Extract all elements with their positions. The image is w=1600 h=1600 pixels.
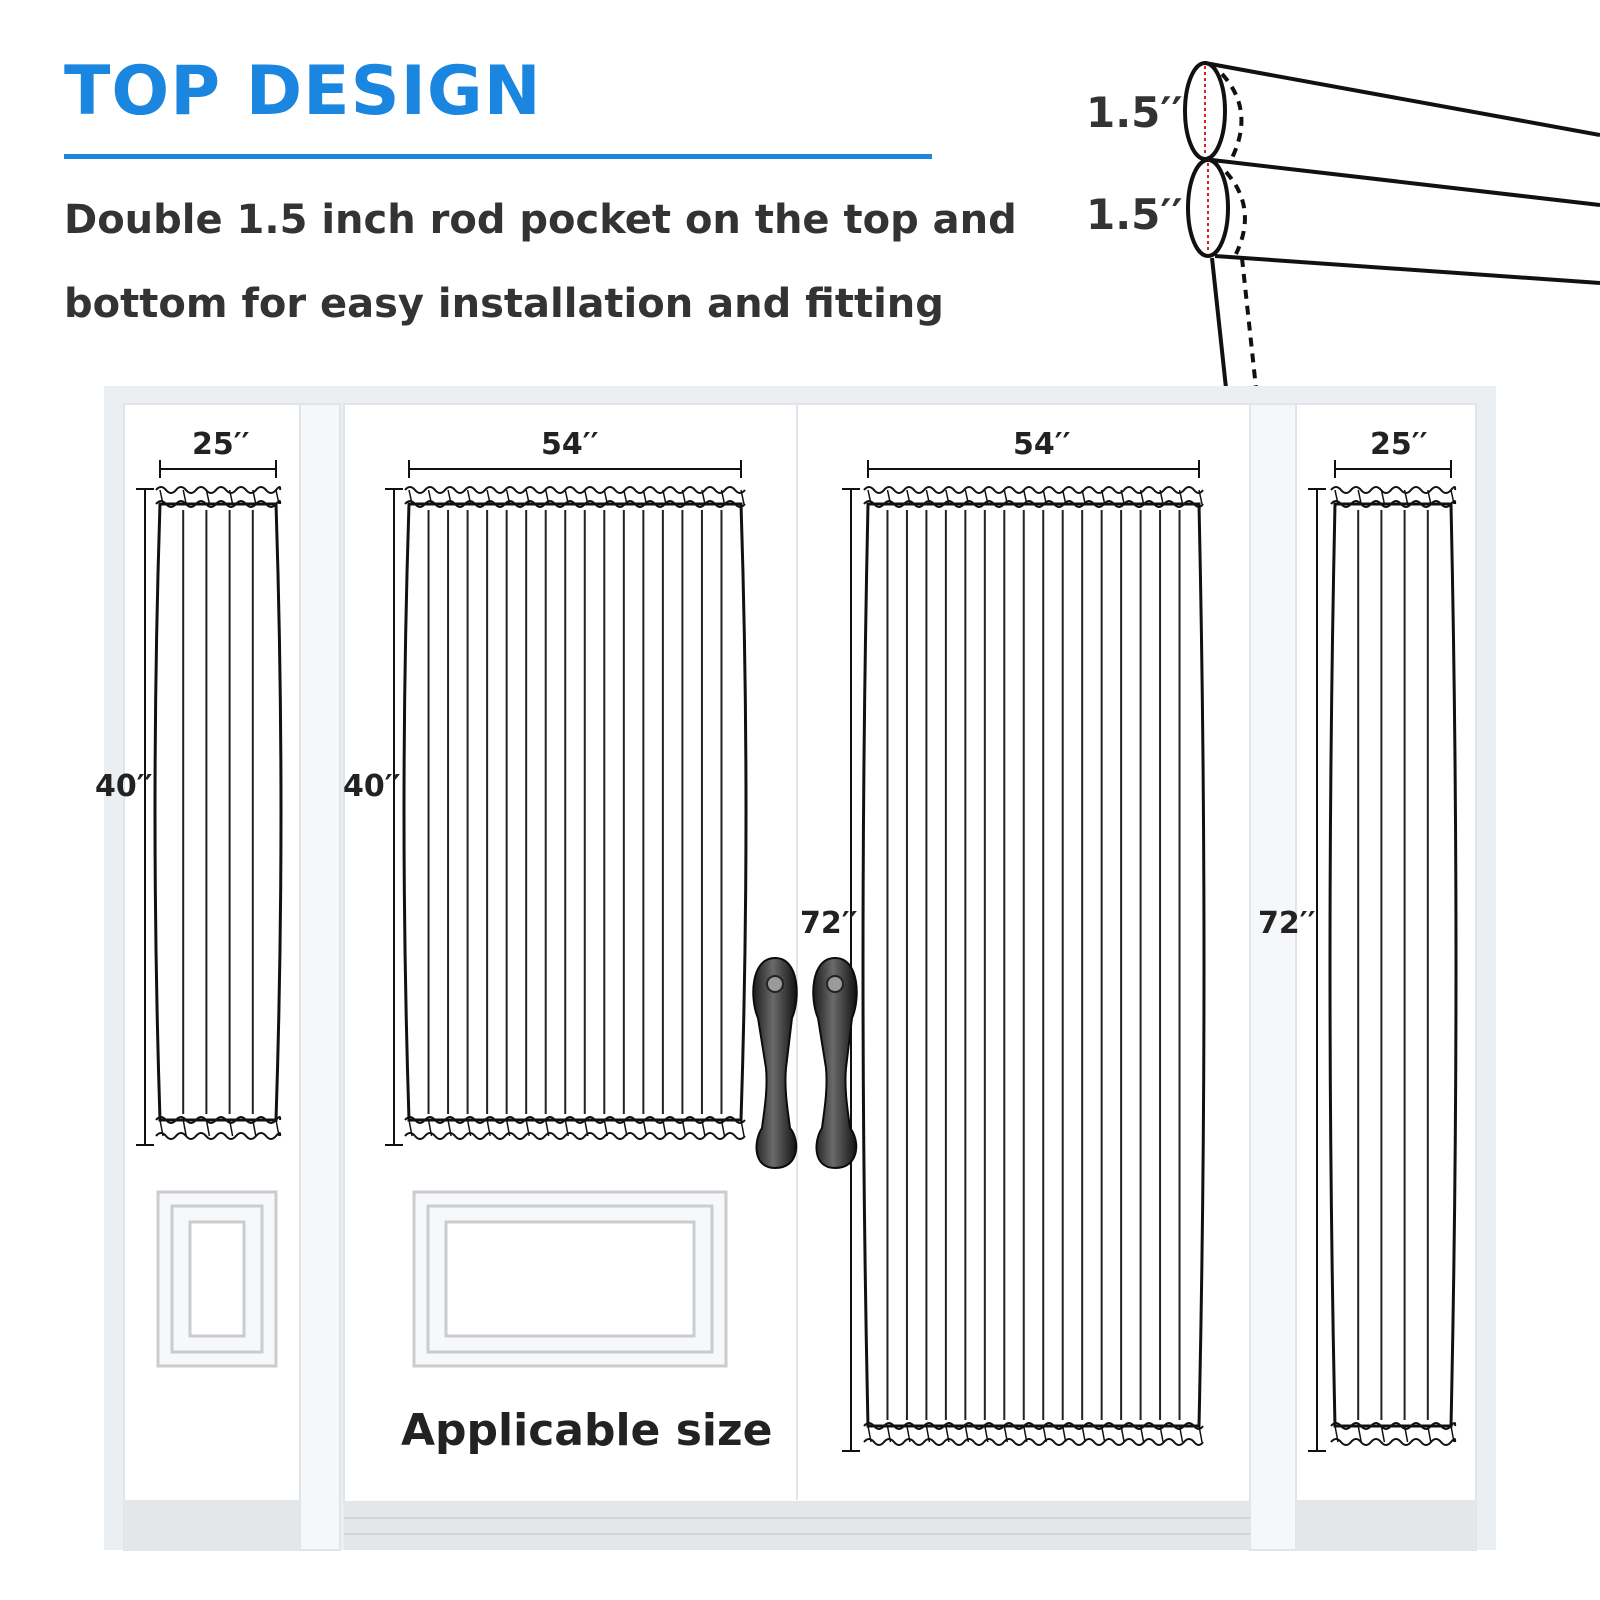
panel-3-width-label: 54′′ [1013, 427, 1071, 462]
raised-panel-door [412, 1190, 728, 1368]
title-underline [64, 154, 932, 159]
description: Double 1.5 inch rod pocket on the top an… [64, 178, 1024, 346]
curtain-panel-3 [861, 486, 1206, 1446]
applicable-size-caption: Applicable size [401, 1405, 773, 1456]
description-line-2: bottom for easy installation and fitting [64, 281, 944, 327]
door-handle-icon [812, 956, 858, 1170]
rod-pocket-bottom-label: 1.5′′ [1086, 190, 1183, 239]
curtain-panel-4 [1328, 486, 1458, 1446]
door-frame [104, 386, 1496, 1551]
dimension-lines [136, 460, 1452, 1452]
panel-2-height-label: 40′′ [343, 769, 401, 804]
door-handle-icon [752, 956, 798, 1170]
rod-pocket-top-label: 1.5′′ [1086, 88, 1183, 137]
panel-1-height-label: 40′′ [95, 769, 153, 804]
panel-4-width-label: 25′′ [1370, 427, 1428, 462]
panel-3-height-label: 72′′ [800, 906, 858, 941]
curtain-panel-2 [402, 486, 748, 1140]
curtain-panel-1 [153, 486, 283, 1140]
raised-panel-left [156, 1190, 278, 1368]
panel-2-width-label: 54′′ [541, 427, 599, 462]
page-title: TOP DESIGN [64, 52, 542, 131]
panel-4-height-label: 72′′ [1258, 906, 1316, 941]
description-line-1: Double 1.5 inch rod pocket on the top an… [64, 197, 1017, 243]
rod-pocket-diagram [1183, 61, 1600, 389]
panel-1-width-label: 25′′ [192, 427, 250, 462]
